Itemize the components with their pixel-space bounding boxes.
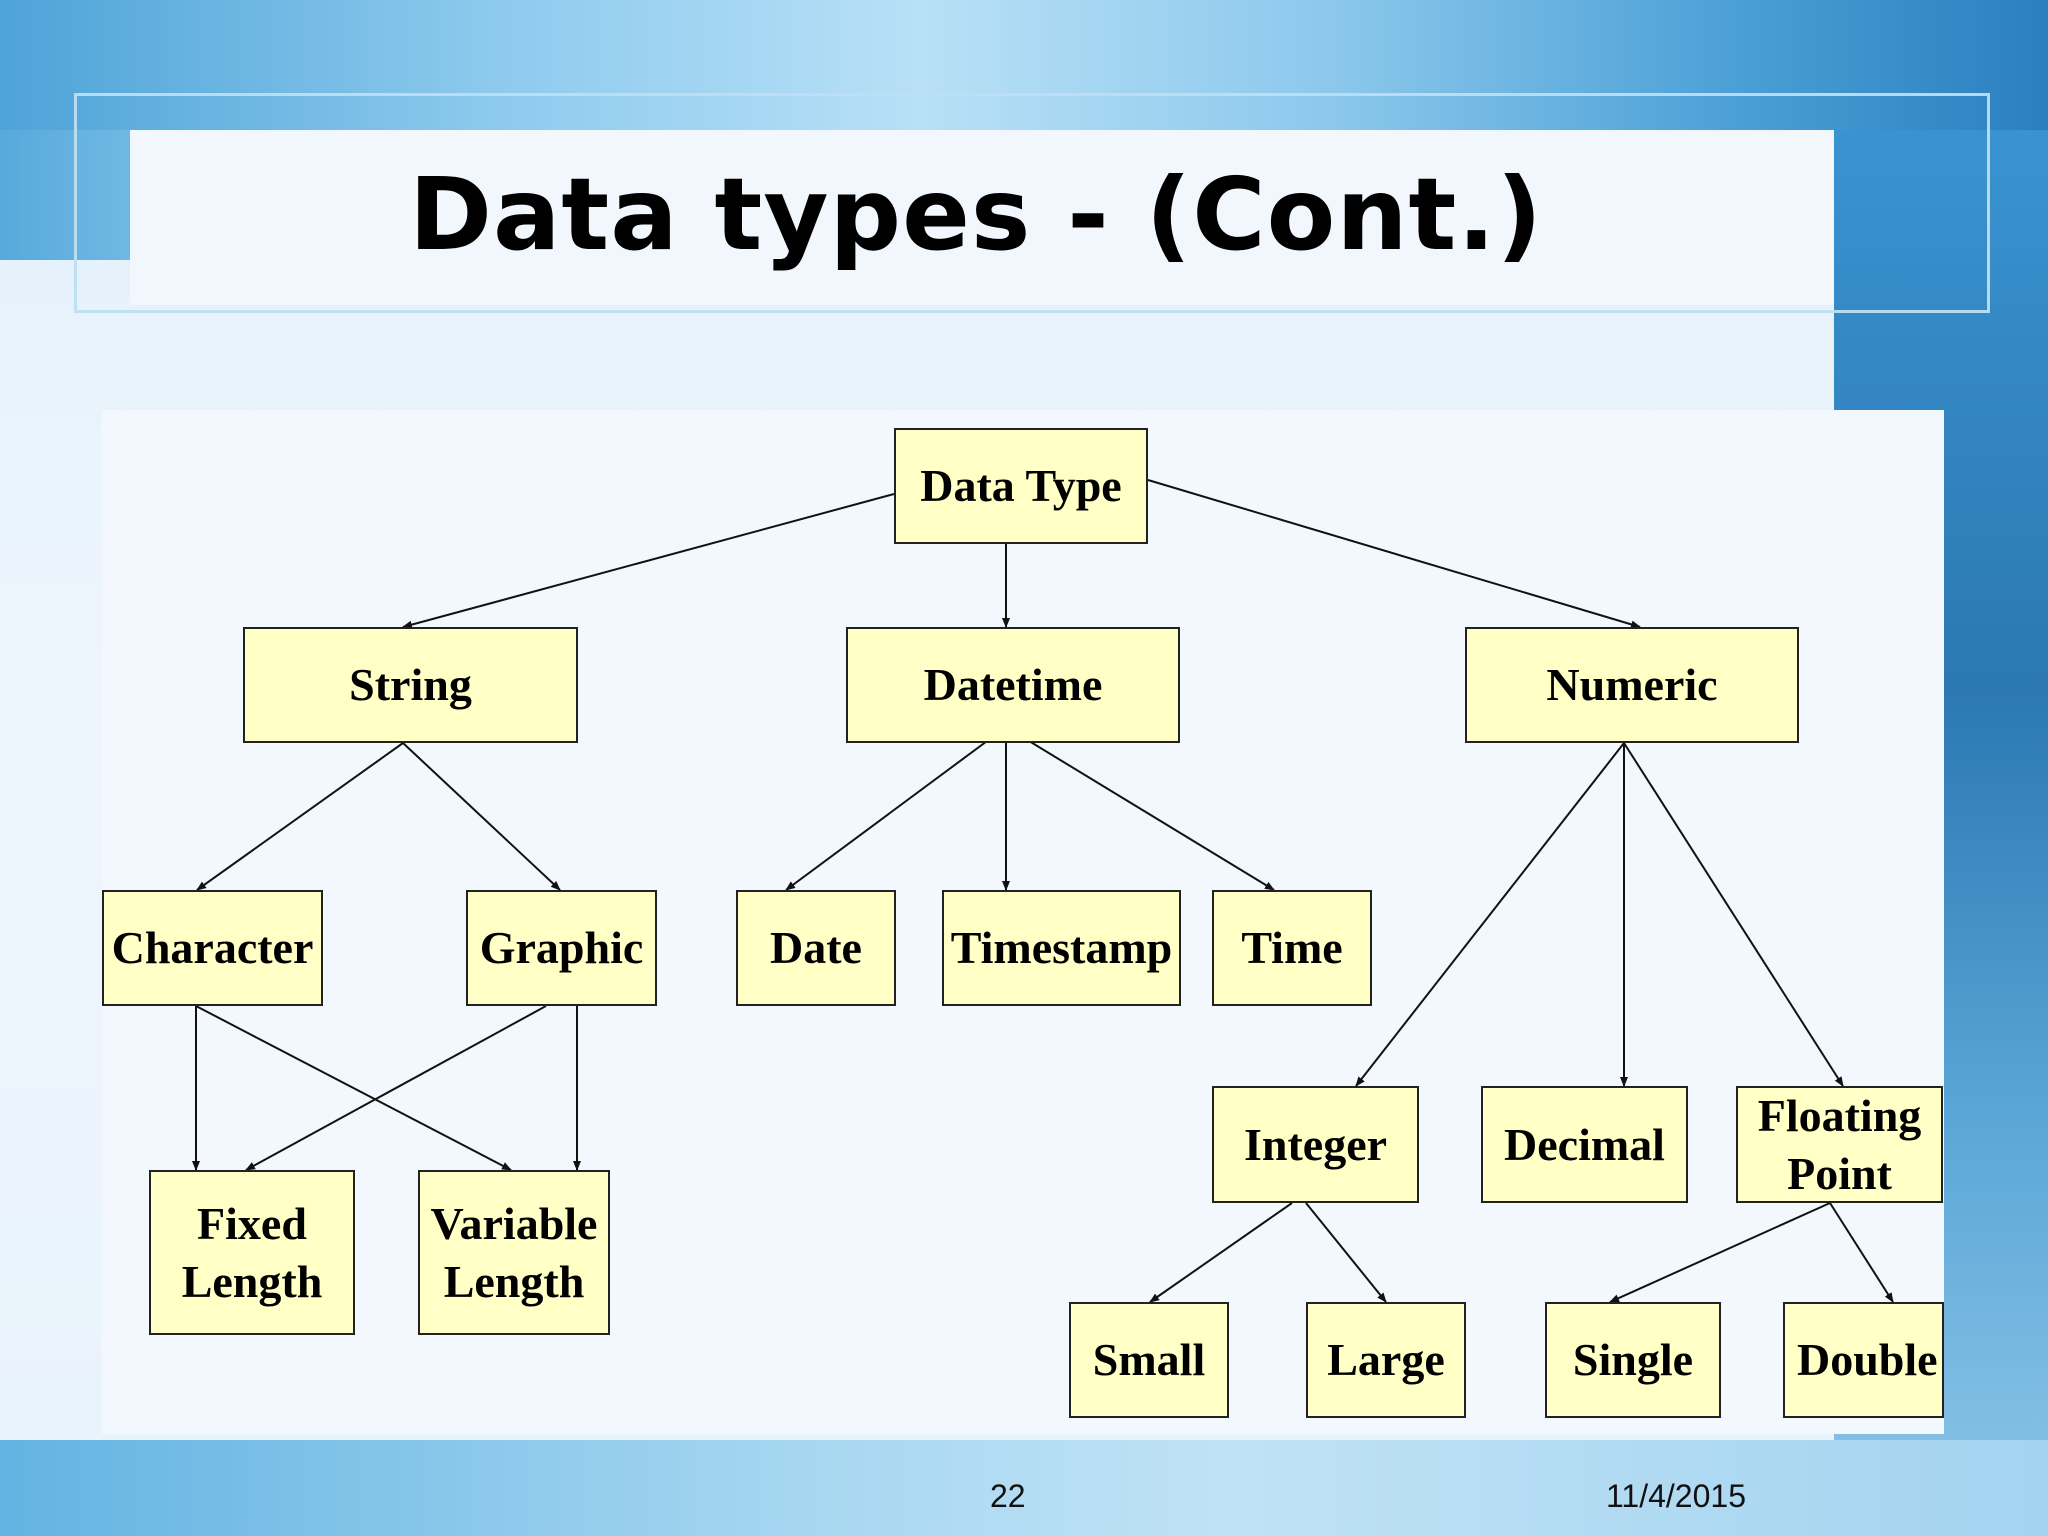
- edge-layer: [192, 479, 1894, 1303]
- node-character: Character: [102, 890, 323, 1006]
- edge-data-type-to-string: [402, 493, 895, 629]
- edge-datetime-to-date: [785, 726, 1007, 891]
- slide-title-text: Data types - (Cont.): [408, 156, 1544, 273]
- edge-character-to-variable-length: [195, 1005, 512, 1171]
- node-numeric: Numeric: [1465, 627, 1799, 743]
- node-string: String: [243, 627, 578, 743]
- node-graphic: Graphic: [466, 890, 657, 1006]
- background-bottom-band: [0, 1440, 2048, 1536]
- node-time: Time: [1212, 890, 1372, 1006]
- node-decimal: Decimal: [1481, 1086, 1688, 1203]
- node-integer: Integer: [1212, 1086, 1419, 1203]
- edge-integer-to-small: [1149, 1202, 1293, 1303]
- edge-numeric-to-floating-point: [1623, 742, 1844, 1087]
- slide-date: 11/4/2015: [1606, 1478, 1746, 1514]
- node-small: Small: [1069, 1302, 1229, 1418]
- node-date: Date: [736, 890, 896, 1006]
- edge-floating-point-to-single: [1609, 1202, 1831, 1303]
- node-floating-point: Floating Point: [1736, 1086, 1943, 1203]
- title-panel: [130, 130, 1834, 305]
- node-single: Single: [1545, 1302, 1721, 1418]
- slide-title: Data types - (Cont.): [0, 150, 2048, 280]
- node-variable-length: Variable Length: [418, 1170, 610, 1335]
- node-timestamp: Timestamp: [942, 890, 1181, 1006]
- edge-string-to-character: [196, 742, 404, 891]
- node-data-type: Data Type: [894, 428, 1148, 544]
- node-double: Double: [1783, 1302, 1944, 1418]
- edge-integer-to-large: [1305, 1202, 1387, 1303]
- edge-numeric-to-integer: [1355, 742, 1625, 1087]
- title-frame: [74, 93, 1990, 313]
- slide-page-number: 22: [990, 1478, 1026, 1514]
- node-large: Large: [1306, 1302, 1466, 1418]
- node-datetime: Datetime: [846, 627, 1180, 743]
- edge-datetime-to-time: [1005, 726, 1275, 891]
- edge-graphic-to-fixed-length: [245, 1005, 547, 1171]
- node-fixed-length: Fixed Length: [149, 1170, 355, 1335]
- edge-string-to-graphic: [402, 742, 561, 891]
- edge-data-type-to-numeric: [1147, 479, 1641, 629]
- edge-floating-point-to-double: [1829, 1202, 1894, 1303]
- background-top-band: [0, 0, 2048, 130]
